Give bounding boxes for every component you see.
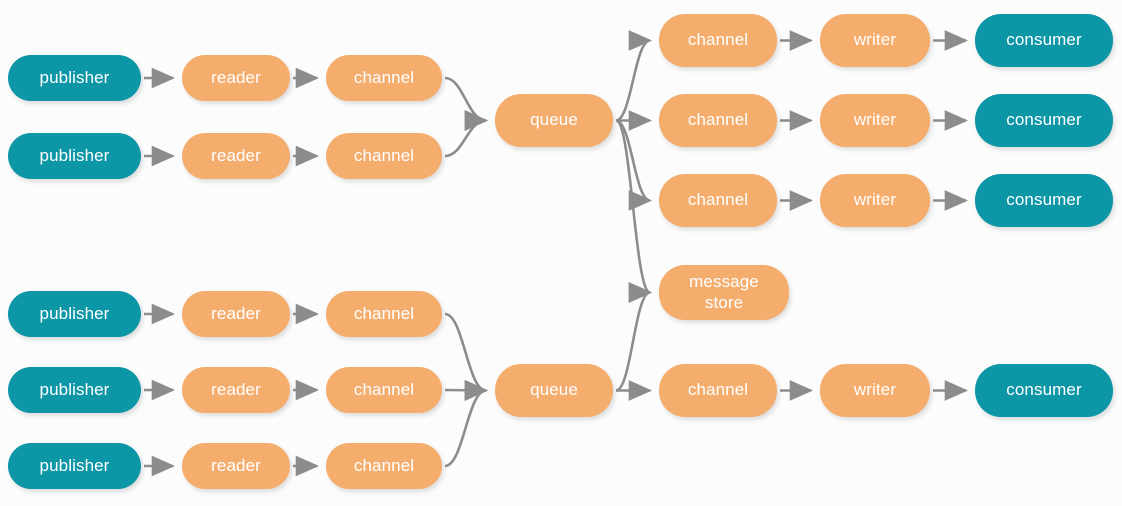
node-label: queue (530, 110, 578, 130)
node-wr-4[interactable]: writer (820, 364, 930, 417)
edge-queue-1-to-ch-out-1 (615, 30, 653, 122)
node-ch-out-3[interactable]: channel (659, 174, 777, 227)
node-label: channel (353, 303, 415, 323)
node-pub-2[interactable]: publisher (8, 133, 141, 179)
node-label: channel (353, 67, 415, 87)
node-ch-out-2[interactable]: channel (659, 94, 777, 147)
node-wr-1[interactable]: writer (820, 14, 930, 67)
node-label: consumer (1006, 380, 1082, 400)
node-rd-5[interactable]: reader (182, 443, 290, 489)
node-label: channel (687, 190, 749, 210)
edge-ch-in-4-to-queue-2 (444, 379, 489, 401)
edge-queue-1-to-store (615, 119, 653, 303)
node-rd-3[interactable]: reader (182, 291, 290, 337)
edge-ch-in-1-to-queue-1 (444, 76, 489, 131)
node-label: channel (353, 145, 415, 165)
node-ch-in-5[interactable]: channel (326, 443, 442, 489)
node-ch-in-1[interactable]: channel (326, 55, 442, 101)
node-label: writer (853, 110, 897, 130)
node-label: writer (853, 30, 897, 50)
edge-queue-2-to-store (615, 282, 653, 392)
node-cons-3[interactable]: consumer (975, 174, 1113, 227)
node-label: reader (211, 145, 261, 165)
node-label: reader (211, 455, 261, 475)
node-cons-2[interactable]: consumer (975, 94, 1113, 147)
node-label: consumer (1006, 110, 1082, 130)
node-rd-1[interactable]: reader (182, 55, 290, 101)
node-rd-4[interactable]: reader (182, 367, 290, 413)
node-wr-3[interactable]: writer (820, 174, 930, 227)
node-cons-4[interactable]: consumer (975, 364, 1113, 417)
node-label: reader (211, 303, 261, 323)
node-label: channel (687, 30, 749, 50)
node-label: publisher (39, 379, 110, 399)
node-pub-3[interactable]: publisher (8, 291, 141, 337)
node-label: reader (211, 379, 261, 399)
node-label: publisher (39, 145, 110, 165)
node-label: channel (687, 380, 749, 400)
node-ch-in-3[interactable]: channel (326, 291, 442, 337)
node-pub-1[interactable]: publisher (8, 55, 141, 101)
node-ch-in-4[interactable]: channel (326, 367, 442, 413)
node-label: reader (211, 67, 261, 87)
node-ch-out-1[interactable]: channel (659, 14, 777, 67)
edge-ch-in-2-to-queue-1 (444, 110, 489, 158)
node-pub-4[interactable]: publisher (8, 367, 141, 413)
node-queue-1[interactable]: queue (495, 94, 613, 147)
node-cons-1[interactable]: consumer (975, 14, 1113, 67)
node-pub-5[interactable]: publisher (8, 443, 141, 489)
edge-ch-in-5-to-queue-2 (444, 380, 489, 468)
node-queue-2[interactable]: queue (495, 364, 613, 417)
node-label: publisher (39, 303, 110, 323)
edge-queue-1-to-ch-out-3 (615, 119, 653, 211)
node-label: writer (853, 190, 897, 210)
node-label: writer (853, 380, 897, 400)
node-label: channel (687, 110, 749, 130)
node-label: publisher (39, 455, 110, 475)
node-label: publisher (39, 67, 110, 87)
node-label: consumer (1006, 30, 1082, 50)
edge-ch-in-3-to-queue-2 (444, 312, 489, 401)
node-ch-out-4[interactable]: channel (659, 364, 777, 417)
node-wr-2[interactable]: writer (820, 94, 930, 147)
node-label: channel (353, 379, 415, 399)
node-ch-in-2[interactable]: channel (326, 133, 442, 179)
node-label: channel (353, 455, 415, 475)
node-label: queue (530, 380, 578, 400)
node-label: consumer (1006, 190, 1082, 210)
node-rd-2[interactable]: reader (182, 133, 290, 179)
